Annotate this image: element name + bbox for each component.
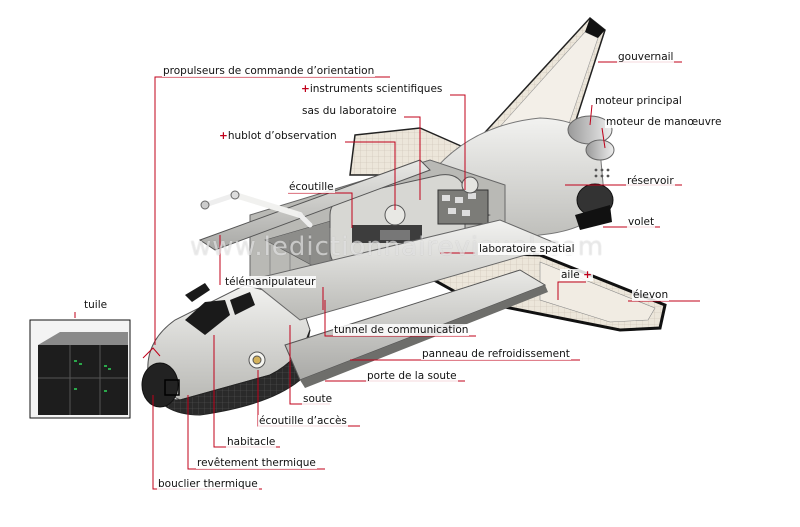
label-reservoir: réservoir [626,175,675,187]
label-ecoutille-acces: écoutille d’accès [258,415,348,427]
label-laboratoire: laboratoire spatial [478,243,576,255]
leader-lines [74,61,700,490]
label-tuile: tuile [83,299,109,311]
label-aile: aile [561,269,580,281]
label-revetement: revêtement thermique [196,457,317,469]
label-hublot: hublot d’observation [227,130,337,142]
label-moteur-principal: moteur principal [594,95,683,107]
plus-marker: + [301,83,310,95]
label-telemanipulateur: télémanipulateur [224,276,317,288]
label-ecoutille: écoutille [288,181,335,193]
label-sas: sas du laboratoire [301,105,398,117]
label-volet: volet [627,216,656,228]
label-panneau: panneau de refroidissement [421,348,571,360]
label-porte: porte de la soute [366,370,458,382]
label-soute: soute [302,393,334,405]
tile-inset [29,319,131,419]
upper-payload-door [198,159,431,251]
label-elevon: élevon [632,289,670,301]
label-instruments: instruments scientifiques [309,83,443,95]
label-instruments-wrap: +instruments scientifiques [300,83,444,95]
plus-marker: + [219,130,228,142]
label-bouclier: bouclier thermique [157,478,259,490]
label-tunnel: tunnel de communication [333,324,470,336]
forward-fuselage [141,283,311,416]
label-aile-wrap: aile + [560,269,593,281]
label-moteur-manoeuvre: moteur de manœuvre [605,116,723,128]
robot-arm [200,190,313,228]
label-propulseurs: propulseurs de commande d’orientation [162,65,376,77]
plus-marker: + [583,269,592,281]
label-habitacle: habitacle [226,436,277,448]
label-gouvernail: gouvernail [617,51,675,63]
label-hublot-wrap: +hublot d’observation [218,130,338,142]
